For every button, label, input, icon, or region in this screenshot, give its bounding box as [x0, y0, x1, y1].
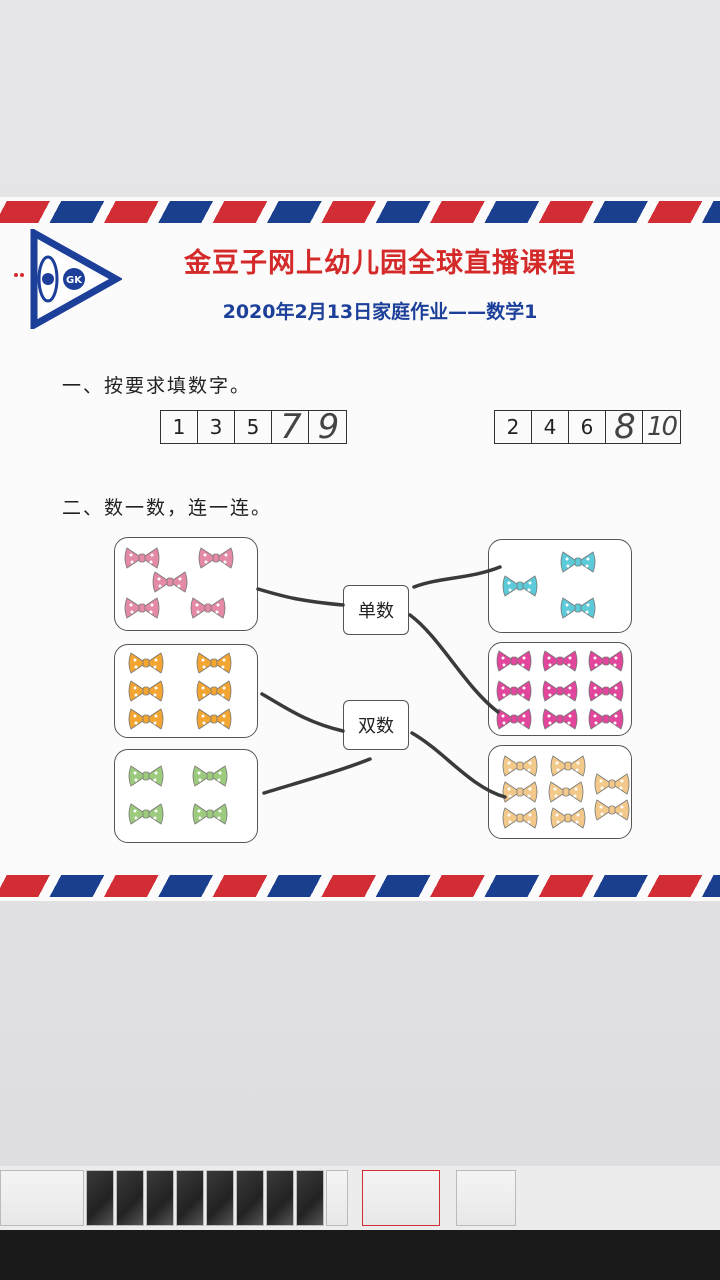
- slide-thumbnail[interactable]: [0, 1170, 84, 1226]
- worksheet-page: GK 金豆子网上幼儿园全球直播课程 2020年2月13日家庭作业——数学1 一、…: [0, 197, 720, 901]
- line-green-to-even: [262, 757, 372, 795]
- sequence-cell: 4: [532, 411, 569, 443]
- airmail-stripe-bottom: [0, 875, 720, 897]
- bow-icon: [587, 707, 625, 735]
- bow-icon: [541, 679, 579, 707]
- bow-icon: [541, 649, 579, 677]
- handwritten-answer-cell: 7: [272, 407, 309, 447]
- bow-icon: [127, 707, 165, 735]
- slide-thumbnail[interactable]: [116, 1170, 144, 1226]
- bow-icon: [151, 570, 189, 598]
- gk-logo-icon: GK: [14, 229, 122, 329]
- bow-icon: [197, 546, 235, 574]
- bow-icon: [123, 546, 161, 574]
- bow-icon: [195, 651, 233, 679]
- bow-icon: [495, 707, 533, 735]
- bow-icon: [123, 596, 161, 624]
- bow-icon: [501, 574, 539, 602]
- slide-thumbnail[interactable]: [296, 1170, 324, 1226]
- bow-icon: [587, 679, 625, 707]
- airmail-stripe-top: [0, 201, 720, 223]
- logo-text: GK: [66, 275, 83, 286]
- bow-icon: [495, 649, 533, 677]
- bow-icon: [501, 806, 539, 834]
- bow-icon: [127, 679, 165, 707]
- line-odd-to-magenta: [408, 613, 500, 714]
- sequence-cell: 3: [198, 411, 235, 443]
- sequence-cell: 2: [495, 411, 532, 443]
- sequence-cell: 5: [235, 411, 272, 443]
- bow-icon: [559, 550, 597, 578]
- handwritten-answer-cell: 9: [317, 407, 340, 447]
- bow-icon: [189, 596, 227, 624]
- odd-number-sequence: 1 3 5 7 9: [160, 407, 347, 447]
- line-orange-to-even: [260, 692, 345, 733]
- handwritten-answer-cell: 8: [606, 407, 643, 447]
- slide-thumbnail[interactable]: [206, 1170, 234, 1226]
- odd-label-box: 单数: [343, 585, 409, 635]
- slide-thumbnail-current[interactable]: [362, 1170, 440, 1226]
- bow-icon: [191, 802, 229, 830]
- bow-icon: [501, 780, 539, 808]
- page-subtitle: 2020年2月13日家庭作业——数学1: [222, 301, 538, 323]
- bow-icon: [547, 780, 585, 808]
- left-group-pink-bows: [114, 537, 258, 631]
- question-2-label: 二、数一数，连一连。: [62, 497, 273, 519]
- right-group-yellow-bows: [488, 745, 632, 839]
- bow-icon: [501, 754, 539, 782]
- even-number-sequence: 2 4 6 8 10: [494, 407, 681, 447]
- slide-thumbnail[interactable]: [326, 1170, 348, 1226]
- page-title: 金豆子网上幼儿园全球直播课程: [184, 248, 576, 279]
- bow-icon: [495, 679, 533, 707]
- bow-icon: [127, 651, 165, 679]
- even-label-box: 双数: [343, 700, 409, 750]
- bow-icon: [593, 772, 631, 800]
- bottom-bar: [0, 1230, 720, 1280]
- sequence-cell: 6: [569, 411, 606, 443]
- slide-thumbnail-strip[interactable]: [0, 1166, 720, 1230]
- right-group-magenta-bows: [488, 642, 632, 736]
- handwritten-answer-cell: 10: [646, 412, 678, 442]
- bow-icon: [191, 764, 229, 792]
- bow-icon: [559, 596, 597, 624]
- slide-thumbnail[interactable]: [146, 1170, 174, 1226]
- left-group-green-bows: [114, 749, 258, 843]
- right-group-blue-bows: [488, 539, 632, 633]
- bow-icon: [593, 798, 631, 826]
- bow-icon: [541, 707, 579, 735]
- bow-icon: [549, 806, 587, 834]
- slide-thumbnail[interactable]: [176, 1170, 204, 1226]
- slide-thumbnail[interactable]: [86, 1170, 114, 1226]
- bow-icon: [549, 754, 587, 782]
- question-1-label: 一、按要求填数字。: [62, 375, 252, 397]
- bow-icon: [195, 707, 233, 735]
- slide-thumbnail[interactable]: [236, 1170, 264, 1226]
- line-pink-to-odd: [256, 587, 345, 607]
- sequence-cell: 1: [161, 411, 198, 443]
- bow-icon: [587, 649, 625, 677]
- left-group-orange-bows: [114, 644, 258, 738]
- bow-icon: [127, 764, 165, 792]
- bow-icon: [195, 679, 233, 707]
- slide-thumbnail[interactable]: [266, 1170, 294, 1226]
- slide-thumbnail[interactable]: [456, 1170, 516, 1226]
- bow-icon: [127, 802, 165, 830]
